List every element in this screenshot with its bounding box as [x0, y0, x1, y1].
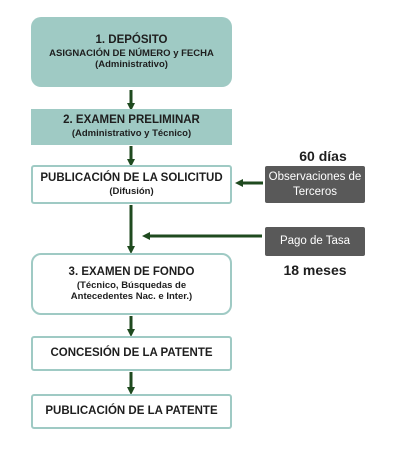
- step-examen-preliminar: 2. EXAMEN PRELIMINAR (Administrativo y T…: [31, 109, 232, 145]
- step-concesion-patente-title: CONCESIÓN DE LA PATENTE: [50, 346, 213, 359]
- step-examen-preliminar-subtitle: (Administrativo y Técnico): [71, 128, 192, 140]
- duration-60-dias: 60 días: [299, 148, 347, 164]
- duration-18-meses: 18 meses: [283, 262, 347, 278]
- step-deposito: 1. DEPÓSITO ASIGNACIÓN DE NÚMERO y FECHA…: [31, 17, 232, 87]
- step-concesion-patente: CONCESIÓN DE LA PATENTE: [31, 336, 232, 371]
- step-publicacion-patente-title: PUBLICACIÓN DE LA PATENTE: [45, 404, 218, 417]
- step-publicacion-solicitud-subtitle: (Difusión): [109, 185, 154, 197]
- observaciones-line1: Observaciones de: [268, 171, 362, 184]
- step-examen-fondo: 3. EXAMEN DE FONDO (Técnico, Búsquedas d…: [31, 253, 232, 315]
- step-examen-fondo-line2: (Técnico, Búsquedas de: [76, 279, 187, 291]
- step-deposito-line2: ASIGNACIÓN DE NÚMERO y FECHA: [49, 47, 214, 59]
- step-publicacion-solicitud-title: PUBLICACIÓN DE LA SOLICITUD: [40, 171, 223, 184]
- step-examen-fondo-line3: Antecedentes Nac. e Inter.): [70, 290, 193, 302]
- observaciones-line2: Terceros: [292, 185, 338, 198]
- step-publicacion-patente: PUBLICACIÓN DE LA PATENTE: [31, 394, 232, 429]
- step-examen-fondo-title: 3. EXAMEN DE FONDO: [68, 265, 195, 278]
- step-examen-preliminar-title: 2. EXAMEN PRELIMINAR: [63, 114, 200, 127]
- pago-tasa-box: Pago de Tasa: [265, 227, 365, 256]
- step-deposito-line3: (Administrativo): [95, 58, 168, 70]
- step-deposito-title: 1. DEPÓSITO: [95, 33, 168, 46]
- pago-tasa-label: Pago de Tasa: [279, 235, 351, 248]
- step-publicacion-solicitud: PUBLICACIÓN DE LA SOLICITUD (Difusión): [31, 165, 232, 204]
- observaciones-terceros-box: Observaciones de Terceros: [265, 166, 365, 203]
